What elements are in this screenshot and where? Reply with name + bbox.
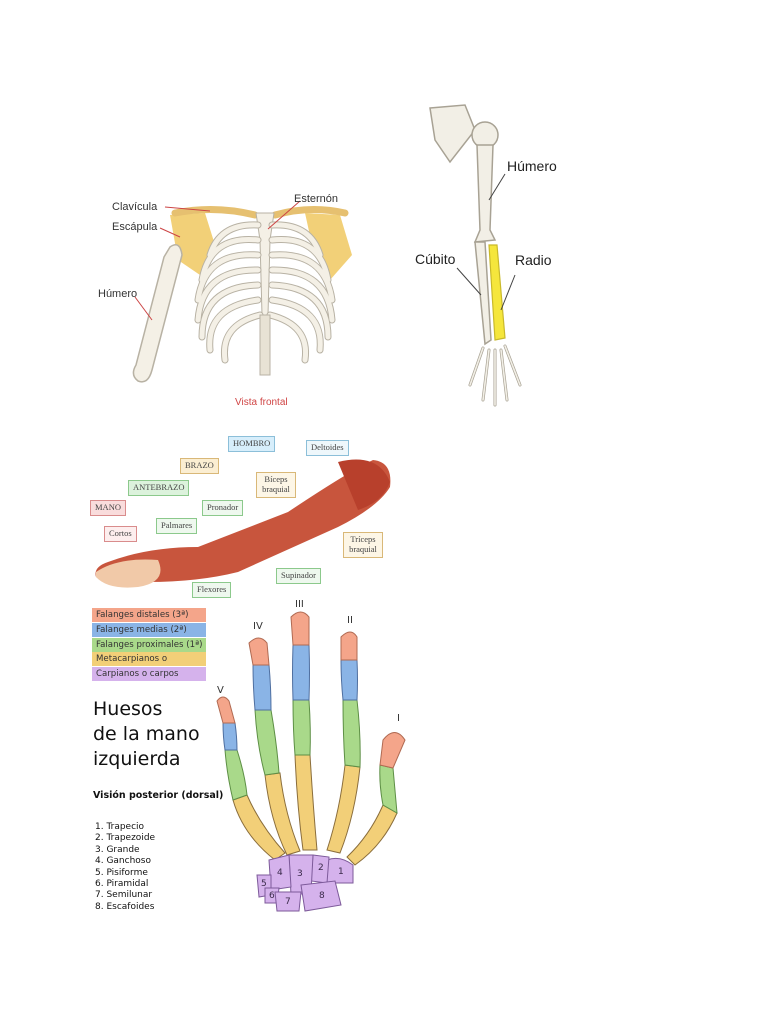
finger-numeral: III xyxy=(295,599,304,610)
legend-item: Falanges distales (3ª) xyxy=(92,608,206,622)
right-clavicle xyxy=(271,205,349,219)
carpal-list-item: 2. Trapezoide xyxy=(95,833,156,844)
carpal-list-item: 4. Ganchoso xyxy=(95,856,151,867)
box-supinador: Supinador xyxy=(276,568,321,584)
hand-bones-svg xyxy=(216,611,406,912)
box-biceps: Bíceps braquial xyxy=(256,472,296,498)
legend-item: Falanges medias (2ª) xyxy=(92,623,206,637)
label-radio: Radio xyxy=(515,252,552,268)
carpal-list-item: 3. Grande xyxy=(95,844,140,855)
box-antebrazo: ANTEBRAZO xyxy=(128,480,190,496)
finger-numeral: IV xyxy=(253,621,263,632)
proximal-phalanges xyxy=(224,699,398,814)
box-mano: MANO xyxy=(90,500,126,516)
legend-item: Carpianos o carpos xyxy=(92,667,206,681)
deltoid-muscle xyxy=(338,459,390,510)
finger-numeral: V xyxy=(217,685,224,696)
right-scapula xyxy=(305,213,352,280)
spine xyxy=(259,314,271,376)
legend-item: Metacarpianos o metacarpos xyxy=(92,652,206,678)
hand-title: Huesos de la mano izquierda xyxy=(93,697,200,772)
caption-vista-frontal: Vista frontal xyxy=(235,397,288,408)
label-humero-arm: Húmero xyxy=(507,158,557,174)
muscles-panel: HOMBRO BRAZO ANTEBRAZO MANO Deltoides Bí… xyxy=(88,432,398,600)
carpal-list-item: 5. Pisiforme xyxy=(95,867,148,878)
carpal-number: 5 xyxy=(261,879,267,889)
box-pronador: Pronador xyxy=(202,500,244,516)
carpal-number: 2 xyxy=(318,863,324,873)
skeleton-panel: Clavícula Esternón Escápula Húmero Vista… xyxy=(90,185,370,415)
scapula xyxy=(429,104,476,164)
arm-label-lines xyxy=(456,173,516,311)
carpal-list-item: 1. Trapecio xyxy=(95,822,145,832)
left-clavicle xyxy=(171,205,259,219)
thorax-illustration xyxy=(132,200,352,383)
carpal-number: 3 xyxy=(297,869,303,879)
label-cubito: Cúbito xyxy=(415,251,456,267)
arm-muscles-illustration xyxy=(95,459,391,588)
middle-phalanges xyxy=(222,644,358,751)
box-triceps: Tríceps braquial xyxy=(343,532,383,558)
box-deltoides: Deltoides xyxy=(306,440,349,456)
carpal-number: 7 xyxy=(285,897,291,907)
arm-muscle-shape xyxy=(95,460,391,583)
carpal-number: 6 xyxy=(269,891,275,901)
metacarpals xyxy=(232,754,398,866)
carpal-list-item: 8. Escafoides xyxy=(95,901,155,912)
ulna xyxy=(474,241,492,346)
humerus xyxy=(473,144,497,243)
carpal-number: 4 xyxy=(277,868,283,878)
box-palmares: Palmares xyxy=(156,518,198,534)
carpal-number: 8 xyxy=(319,891,325,901)
label-lines xyxy=(134,200,301,321)
radius xyxy=(488,244,506,341)
hand-skin xyxy=(96,559,161,588)
hand-subtitle: Visión posterior (dorsal) xyxy=(93,790,224,801)
carpal-number: 1 xyxy=(338,867,344,877)
arm-bones-illustration xyxy=(429,104,522,407)
finger-numeral: II xyxy=(347,615,353,626)
box-hombro: HOMBRO xyxy=(228,436,276,452)
arm-bones-panel: Húmero Cúbito Radio xyxy=(405,100,605,420)
carpal-list-item: 6. Piramidal xyxy=(95,879,149,890)
hand-title-line-3: izquierda xyxy=(93,748,181,770)
distal-phalanges xyxy=(216,611,406,769)
finger-numeral: I xyxy=(397,713,400,724)
carpal-list-item: 7. Semilunar xyxy=(95,890,153,901)
label-esternon: Esternón xyxy=(294,193,339,205)
carpals xyxy=(256,854,354,912)
box-cortos: Cortos xyxy=(104,526,137,542)
label-escapula: Escápula xyxy=(112,221,158,233)
hand-title-line-1: Huesos xyxy=(93,698,163,720)
hand-title-line-2: de la mano xyxy=(93,723,200,745)
label-humero-skeleton: Húmero xyxy=(98,288,138,300)
box-flexores: Flexores xyxy=(192,582,232,598)
legend-item: Falanges proximales (1ª) xyxy=(92,638,206,652)
box-brazo: BRAZO xyxy=(180,458,219,474)
humerus-bone xyxy=(132,244,183,383)
label-clavicula: Clavícula xyxy=(112,201,158,213)
